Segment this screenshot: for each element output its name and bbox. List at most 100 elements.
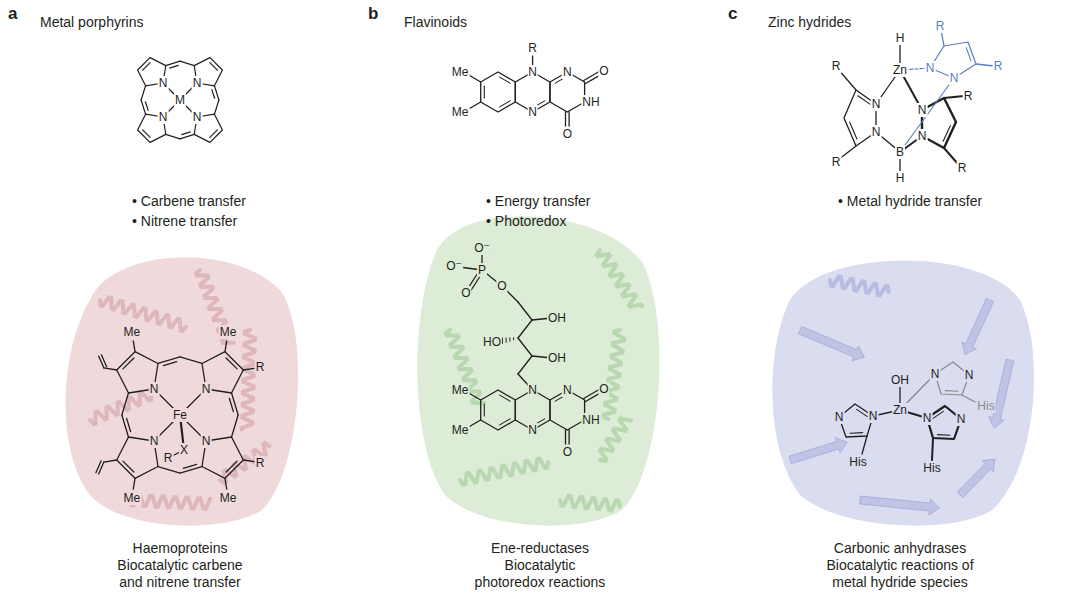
atom-label: N [527, 105, 538, 119]
bond-line [183, 464, 196, 468]
atom-label: Zn [892, 403, 908, 417]
bond-line [932, 438, 933, 460]
atom-label: OH [547, 351, 567, 365]
helix-ribbon [830, 277, 889, 296]
atom-label: N [158, 76, 169, 90]
atom-label: Me [123, 325, 142, 339]
bond-line [518, 302, 532, 320]
bond-line [163, 362, 176, 366]
atom-label: N [917, 129, 928, 143]
bond-line [225, 478, 227, 489]
atom-label: Me [451, 423, 470, 437]
atom-label: Me [451, 383, 470, 397]
bond-line [944, 96, 964, 98]
bond-line [180, 61, 194, 66]
bond-line [506, 338, 507, 342]
helix-ribbon [130, 495, 210, 509]
atom-label: R [527, 41, 538, 55]
atom-label: NH [581, 413, 600, 427]
panel-caption: Haemoproteins Biocatalytic carbene and n… [105, 540, 255, 591]
bond-line [96, 461, 101, 473]
atom-label: OH [890, 373, 910, 387]
bond-line [123, 461, 134, 472]
ring-outline [481, 390, 516, 430]
bond-line [933, 411, 944, 418]
bond-line [122, 415, 129, 437]
atom-label: N [158, 110, 169, 124]
atom-label: R [255, 360, 266, 374]
atom-label: N [527, 423, 538, 437]
atom-label: R [993, 59, 1004, 73]
atom-label: NH [581, 95, 600, 109]
atom-label: O⁻ [473, 241, 491, 255]
bullet-text: • Photoredox [486, 213, 566, 229]
bond-line [862, 436, 867, 454]
protein-ground [417, 216, 659, 525]
atom-label: N [562, 383, 573, 397]
bond-line [945, 390, 958, 392]
atom-label: R [963, 89, 974, 103]
panel-title: Metal porphyrins [40, 14, 144, 30]
bond-line [500, 395, 510, 401]
bond-line [565, 430, 566, 444]
bond-line [229, 398, 233, 411]
helix-ribbon [220, 443, 270, 483]
bond-line [210, 63, 217, 70]
panel-caption: Carbonic anhydrases Biocatalytic reactio… [823, 540, 978, 591]
bond-line [210, 130, 217, 137]
bond-line [123, 358, 134, 369]
bond-line [962, 395, 975, 402]
bullet-text: • Metal hydride transfer [838, 193, 982, 209]
bond-line [850, 122, 857, 139]
bond-line [966, 48, 971, 61]
atom-label: O⁻ [445, 259, 463, 273]
bond-line [243, 460, 254, 462]
bond-line [584, 72, 599, 81]
bond-line [500, 101, 510, 107]
atom-label: N [917, 103, 928, 117]
bond-line [509, 338, 510, 341]
bond-line [104, 368, 117, 370]
atom-label: Me [451, 65, 470, 79]
helix-ribbon [597, 250, 643, 307]
panel-letter: a [8, 4, 17, 24]
bond-line [232, 415, 239, 437]
bond-line [133, 478, 135, 489]
bond-line [127, 418, 131, 431]
atom-label: N [834, 410, 845, 424]
atom-label: N [868, 409, 879, 423]
bond-line [243, 368, 254, 370]
bond-line [214, 100, 219, 114]
atom-label: N [149, 382, 160, 396]
protein-ground [66, 257, 299, 525]
panel-title: Zinc hydrides [768, 14, 851, 30]
bond-line [943, 126, 950, 142]
atom-label: N [192, 110, 203, 124]
bond-line [143, 63, 150, 70]
atom-label: N [925, 61, 936, 75]
atom-label: His [848, 455, 867, 469]
bond-line [226, 461, 237, 472]
ring-outline [481, 72, 516, 112]
atom-label: N [930, 367, 941, 381]
bond-line [133, 341, 135, 352]
bond-line [182, 132, 191, 135]
atom-label: B [895, 145, 905, 159]
bond-line [212, 90, 215, 99]
bullet-text: • Carbene transfer [132, 193, 246, 209]
bond-line [484, 86, 485, 98]
bond-line [565, 112, 566, 126]
helix-ribbon [604, 330, 625, 419]
atom-label: R [957, 161, 968, 175]
atom-label: Me [219, 325, 238, 339]
bond-line [469, 102, 481, 109]
atom-label: O [460, 286, 471, 300]
atom-label: Fe [172, 408, 188, 422]
bond-line [469, 393, 481, 400]
protein-ground [772, 261, 1034, 526]
atom-label: Me [451, 105, 470, 119]
beta-strand [957, 459, 995, 498]
helix-ribbon [242, 330, 255, 430]
atom-label: N [527, 383, 538, 397]
